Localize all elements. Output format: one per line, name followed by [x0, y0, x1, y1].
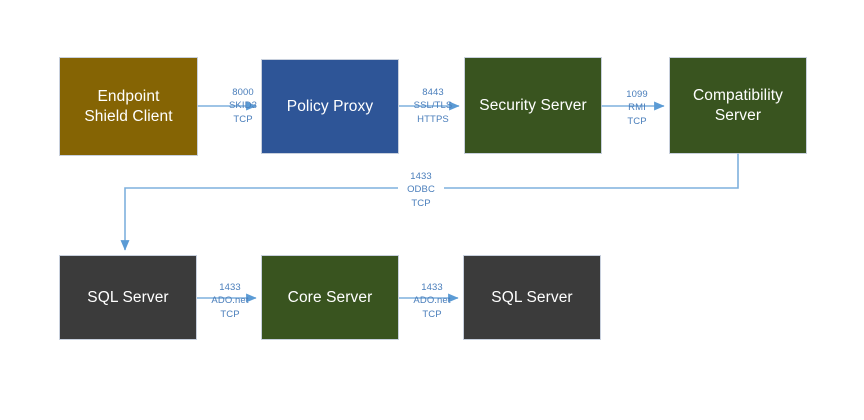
edge-label-client-to-proxy: 8000 SKID3 TCP	[229, 87, 257, 125]
node-security-server[interactable]: Security Server	[465, 58, 601, 153]
node-sql-server-right[interactable]: SQL Server	[464, 256, 600, 339]
node-label: Core Server	[287, 288, 373, 306]
node-policy-proxy[interactable]: Policy Proxy	[262, 60, 398, 153]
edge-label-compat-to-sql-left: 1433 ODBC TCP	[398, 170, 444, 211]
edge-label-security-to-compat: 1099 RMI TCP	[626, 89, 648, 127]
node-label: SQL Server	[491, 288, 573, 306]
node-label: Security Server	[479, 96, 587, 114]
node-core-server[interactable]: Core Server	[262, 256, 398, 339]
edge-label-sql-left-to-core: 1433 ADO.net TCP	[211, 282, 249, 320]
node-sql-server-left[interactable]: SQL Server	[60, 256, 196, 339]
edge-label-proxy-to-security: 8443 SSL/TLS HTTPS	[413, 87, 453, 125]
edge-label-core-to-sql-right: 1433 ADO.net TCP	[413, 282, 451, 320]
node-label: SQL Server	[87, 288, 169, 306]
node-label: Policy Proxy	[286, 97, 374, 115]
